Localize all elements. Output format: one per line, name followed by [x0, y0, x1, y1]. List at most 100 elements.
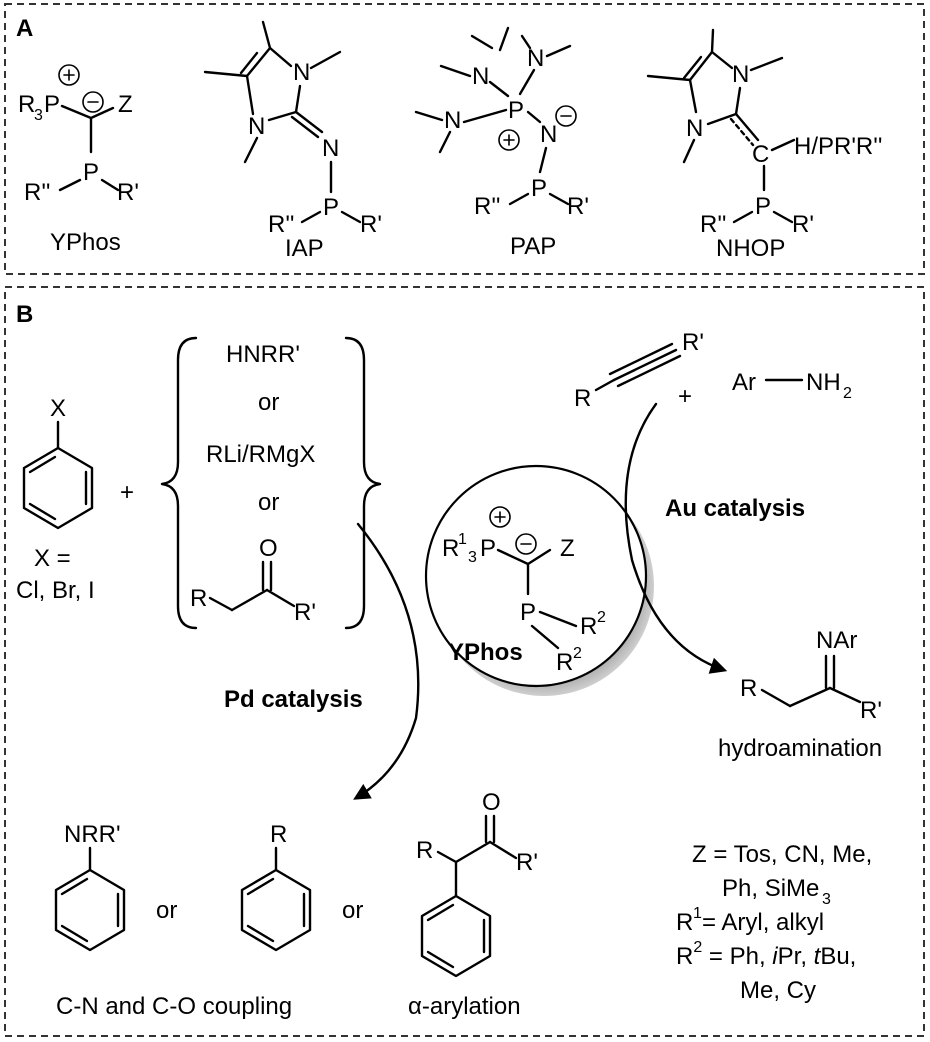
yphos-caption: YPhos — [50, 229, 121, 256]
alkyne-plus: + — [678, 383, 692, 410]
legend-r1-sup: 1 — [693, 905, 702, 922]
product-alkyl: R — [240, 821, 312, 952]
pap-n3: N — [444, 107, 461, 134]
legend-r2-line2: Me, Cy — [740, 977, 816, 1004]
pap-n2: N — [527, 45, 544, 72]
iap-n-bot: N — [248, 113, 265, 140]
product-amine-ring — [54, 868, 126, 952]
nhop-p: P — [755, 193, 771, 220]
nhop-n-top: N — [732, 61, 749, 88]
minus-charge — [82, 91, 104, 113]
benzene-ring — [22, 446, 94, 530]
legend-z-line2-sub: 3 — [822, 891, 831, 908]
nhop-c: C — [752, 141, 769, 168]
pap-n-anion: N — [540, 121, 557, 148]
yphos-r3p-p: P — [44, 91, 60, 118]
plus-sign: + — [120, 479, 134, 506]
circle-r2a-sup: 2 — [597, 609, 606, 626]
circle-r2a: R — [580, 613, 597, 640]
imine-nar: NAr — [816, 627, 857, 654]
nhop-substituent: H/PR'R'' — [794, 133, 882, 160]
yphos-z: Z — [118, 91, 133, 118]
ketone-o: O — [259, 535, 278, 562]
aryl-halide-x-def: X = — [34, 545, 71, 572]
circle-plus-charge — [489, 506, 511, 528]
aryl-halide: X X = Cl, Br, I — [16, 395, 95, 604]
pap-p-center: P — [508, 97, 524, 124]
iap-r2: R'' — [268, 211, 295, 238]
yphos-catalyst-circle: R 1 3 P Z P R 2 R 2 YPhos — [424, 464, 654, 696]
aniline-nh-sub: 2 — [843, 385, 852, 402]
panel-b-label: B — [16, 301, 33, 328]
iap-p: P — [323, 194, 339, 221]
circle-yphos-name: YPhos — [448, 639, 523, 666]
product-ketone-r1: R' — [516, 849, 538, 876]
imine-r1: R' — [860, 697, 882, 724]
imine-r: R — [740, 675, 757, 702]
product-alkyl-label: R — [270, 821, 287, 848]
left-brace — [160, 336, 198, 630]
alkyne-r: R — [574, 385, 591, 412]
alkyne-reagents: R' R + Ar NH 2 — [574, 329, 852, 412]
product-or-1: or — [156, 897, 177, 924]
circle-z: Z — [560, 535, 575, 562]
imine-caption: hydroamination — [718, 735, 882, 762]
aryl-halide-halides: Cl, Br, I — [16, 577, 95, 604]
product-amine: NRR' — [54, 821, 126, 952]
reagent-organometal: RLi/RMgX — [206, 441, 315, 468]
reagent-amine: HNRR' — [226, 341, 300, 368]
yphos-r3p-sub: 3 — [34, 107, 43, 124]
pd-arrow — [353, 522, 420, 800]
aryl-halide-x: X — [50, 395, 66, 422]
yphos-structure: R 3 P Z P R'' R' YPhos — [18, 64, 139, 256]
legend-z-line1: Z = Tos, CN, Me, — [692, 841, 872, 868]
nhop-caption: NHOP — [716, 235, 785, 262]
product-ketone: O R R' — [416, 789, 538, 978]
yphos-p: P — [83, 159, 99, 186]
pap-minus-charge — [555, 105, 577, 127]
yphos-r1: R' — [117, 179, 139, 206]
product-ketone-o: O — [482, 789, 501, 816]
circle-r1-p: P — [480, 535, 496, 562]
pap-caption: PAP — [510, 233, 556, 260]
iap-r1: R' — [360, 211, 382, 238]
nhop-n-bot: N — [686, 115, 703, 142]
pap-structure: N N P N N P R'' R' PAP — [414, 26, 589, 260]
circle-r1-letter: R — [442, 535, 459, 562]
au-catalysis-label: Au catalysis — [665, 495, 805, 522]
pap-n1: N — [472, 63, 489, 90]
product-or-2: or — [342, 897, 363, 924]
circle-minus-charge — [515, 533, 537, 555]
circle-outline — [424, 464, 648, 688]
legend-r1-def: = Aryl, alkyl — [702, 909, 824, 936]
caption-coupling: C-N and C-O coupling — [56, 993, 292, 1020]
circle-r1-sub: 3 — [468, 549, 477, 566]
iap-n-top: N — [293, 59, 310, 86]
product-ketone-r: R — [416, 837, 433, 864]
substituent-legend: Z = Tos, CN, Me, Ph, SiMe 3 R 1 = Aryl, … — [676, 841, 872, 1004]
legend-r2-line: R2 = Ph, iPr, tBu, — [676, 939, 856, 970]
panel-a-label: A — [16, 15, 33, 42]
right-brace — [344, 336, 382, 630]
alkyne-r1: R' — [682, 329, 704, 356]
reagent-options: HNRR' or RLi/RMgX or O R R' — [190, 341, 316, 626]
yphos-r2: R'' — [24, 179, 51, 206]
aniline-nh: NH — [806, 369, 841, 396]
iap-caption: IAP — [285, 235, 324, 262]
product-ketone-ring — [420, 894, 492, 978]
circle-p: P — [520, 599, 536, 626]
au-arrow — [624, 402, 728, 674]
pd-catalysis-label: Pd catalysis — [224, 686, 363, 713]
circle-r2b: R — [556, 649, 573, 676]
product-amine-label: NRR' — [64, 821, 121, 848]
product-alkyl-ring — [240, 868, 312, 952]
nhop-r2: R'' — [700, 211, 727, 238]
iap-n-imine: N — [322, 135, 339, 162]
nhop-structure: N N C H/PR'R'' P R'' R' NHOP — [646, 28, 882, 262]
nhop-r1: R' — [792, 211, 814, 238]
pap-p: P — [531, 175, 547, 202]
caption-arylation: α-arylation — [408, 993, 521, 1020]
pap-r2: R'' — [474, 193, 501, 220]
legend-z-line2: Ph, SiMe — [722, 875, 819, 902]
